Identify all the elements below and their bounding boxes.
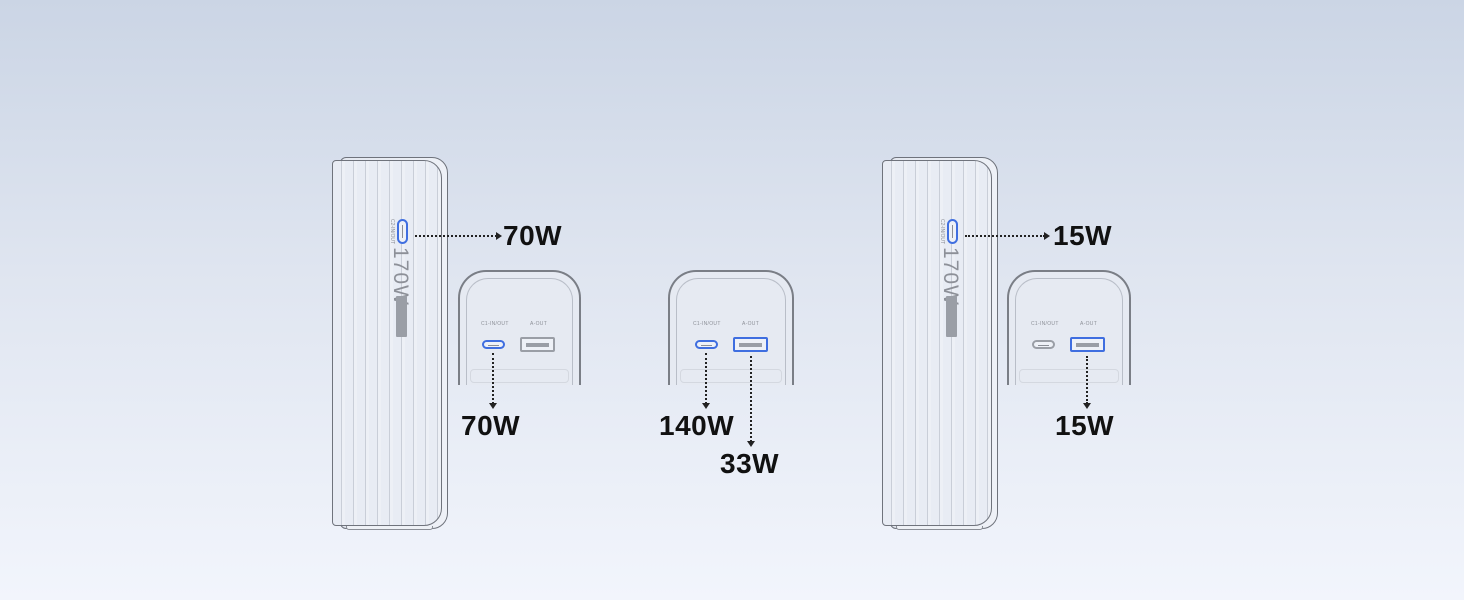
c-port-label: C1-IN/OUT	[481, 321, 509, 327]
arrow-line	[965, 235, 1045, 237]
usb-a-port	[1070, 337, 1105, 352]
port-panel	[1007, 270, 1131, 385]
side-port-label: C2-IN/OUT	[939, 219, 945, 244]
side-output-watt: 70W	[503, 220, 563, 251]
port-panel	[458, 270, 581, 385]
arrow-line	[492, 353, 494, 404]
side-output-watt: 15W	[1053, 220, 1113, 251]
a-output-watt: 15W	[1055, 410, 1115, 441]
a-output-watt: 33W	[720, 448, 780, 479]
arrow-down-icon	[489, 403, 497, 409]
c-output-watt: 140W	[659, 410, 735, 441]
arrow-down-icon	[747, 441, 755, 447]
power-bank-foot	[346, 526, 433, 530]
arrow-right-icon	[1044, 232, 1050, 240]
brand-badge	[396, 296, 407, 337]
usb-c-port	[695, 340, 718, 349]
side-port-label: C2-IN/OUT	[389, 219, 395, 244]
c-port-label: C1-IN/OUT	[1031, 321, 1059, 327]
arrow-line	[415, 235, 497, 237]
usb-a-port	[733, 337, 768, 352]
a-port-label: A-OUT	[742, 321, 760, 327]
power-bank-ribbed-side	[332, 160, 442, 526]
usb-c-port	[1032, 340, 1055, 349]
usb-a-port	[520, 337, 555, 352]
a-port-label: A-OUT	[1080, 321, 1098, 327]
arrow-line	[750, 356, 752, 442]
side-usb-c-port	[947, 219, 958, 244]
power-bank-ribbed-side	[882, 160, 992, 526]
arrow-line	[1086, 356, 1088, 404]
brand-badge	[946, 296, 957, 337]
c-port-label: C1-IN/OUT	[693, 321, 721, 327]
c-output-watt: 70W	[461, 410, 521, 441]
usb-c-port	[482, 340, 505, 349]
power-bank-foot	[896, 526, 983, 530]
port-panel	[668, 270, 794, 385]
side-usb-c-port	[397, 219, 408, 244]
arrow-down-icon	[702, 403, 710, 409]
arrow-down-icon	[1083, 403, 1091, 409]
arrow-right-icon	[496, 232, 502, 240]
arrow-line	[705, 353, 707, 404]
a-port-label: A-OUT	[530, 321, 548, 327]
